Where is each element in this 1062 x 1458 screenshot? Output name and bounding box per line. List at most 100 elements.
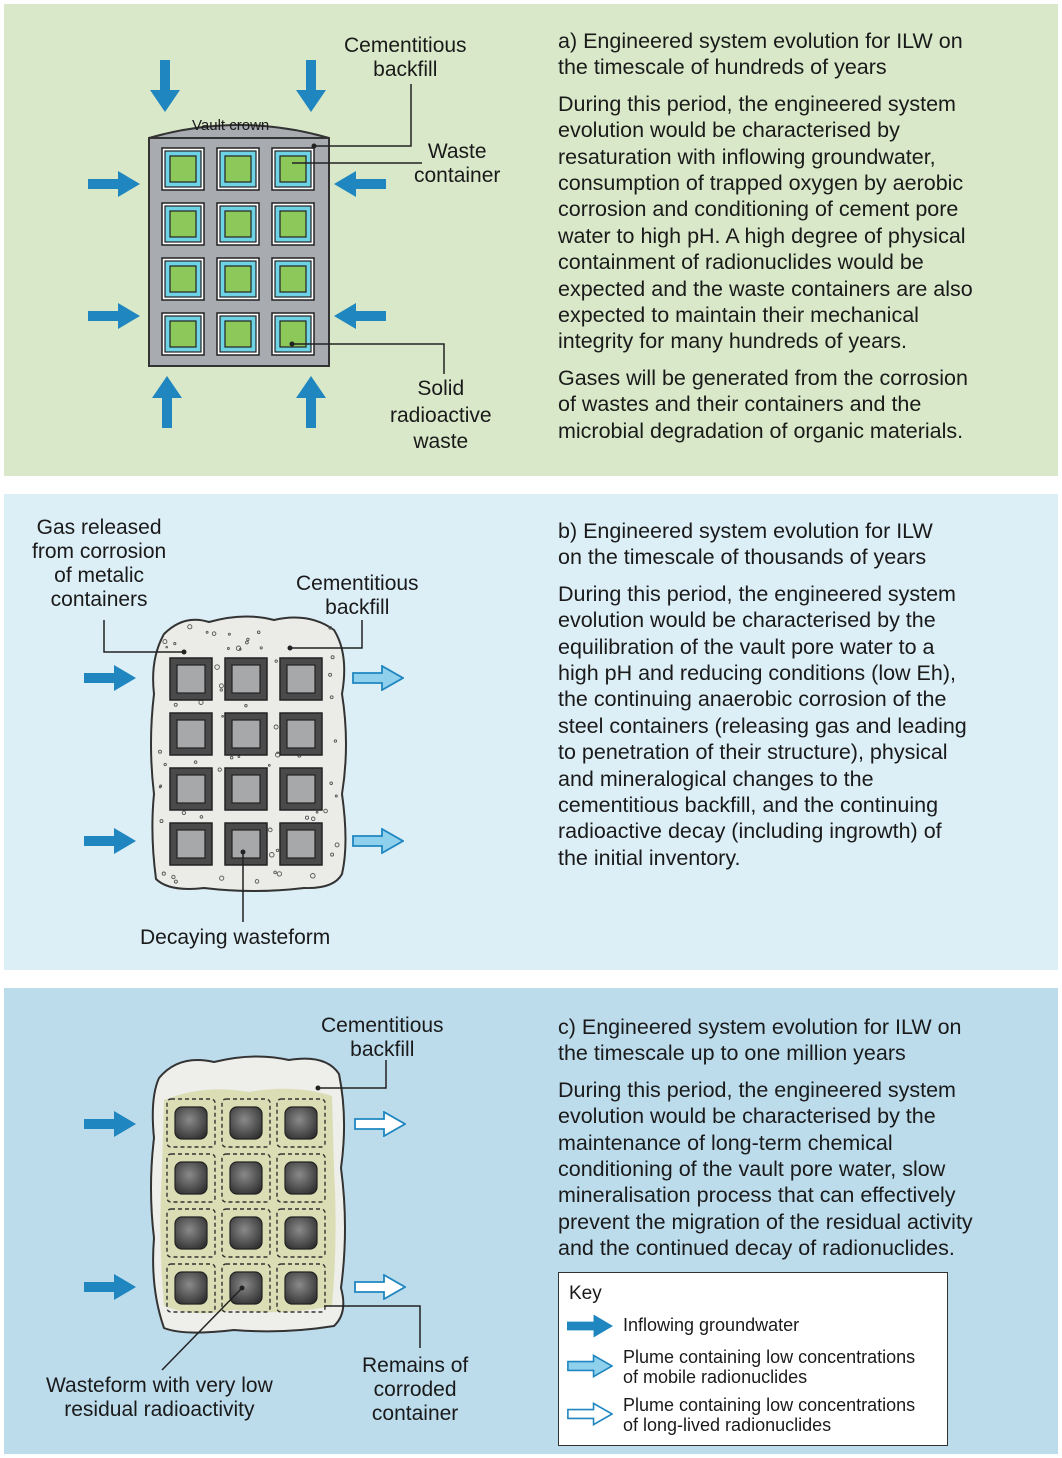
residual-wasteform-block xyxy=(284,1216,318,1250)
inflow-arrow-icon xyxy=(296,60,326,112)
decaying-wasteform-block xyxy=(231,829,261,859)
corroded-container-remains xyxy=(166,1153,216,1203)
solid-waste-block xyxy=(224,265,252,293)
residual-wasteform-block xyxy=(229,1216,263,1250)
corroded-container-remains xyxy=(221,1263,271,1313)
vault-crown-label: Vault crown xyxy=(192,117,270,134)
text-line: corrosion and conditioning of cement por… xyxy=(558,197,959,222)
residual-wasteform-block xyxy=(284,1161,318,1195)
vault-diagram-a xyxy=(88,60,445,428)
text-line: high pH and reducing conditions (low Eh)… xyxy=(558,661,956,686)
long-lived-plume-arrow-icon xyxy=(354,1111,406,1137)
text-line: expected and the waste containers are al… xyxy=(558,276,973,301)
text-line: conditioning of the vault pore water, sl… xyxy=(558,1157,946,1182)
text-line: of wastes and their containers and the xyxy=(558,392,922,417)
corroded-container-remains xyxy=(166,1098,216,1148)
text-line: and the continued decay of radionuclides… xyxy=(558,1236,955,1261)
inflow-arrow-icon xyxy=(84,665,136,691)
legend-key: Key Inflowing groundwater Plume containi… xyxy=(558,1272,948,1446)
decaying-wasteform-block xyxy=(231,774,261,804)
corroded-container-remains xyxy=(166,1208,216,1258)
corroded-container-remains xyxy=(276,1153,326,1203)
inflow-arrow-icon xyxy=(567,1314,613,1338)
long-lived-plume-arrow-icon xyxy=(354,1274,406,1300)
inflow-arrow-icon xyxy=(296,376,326,428)
panel-a-paragraph-1: During this period, the engineered syste… xyxy=(558,91,1028,355)
corroded-container-remains xyxy=(276,1208,326,1258)
vault-diagram-b xyxy=(84,615,404,922)
solid-waste-block xyxy=(279,265,307,293)
panel-a-heading: a) Engineered system evolution for ILW o… xyxy=(558,29,963,80)
decaying-wasteform-block xyxy=(231,664,261,694)
text-line: During this period, the engineered syste… xyxy=(558,91,956,116)
text-line: and mineralogical changes to the xyxy=(558,766,874,791)
inflow-arrow-icon xyxy=(152,376,182,428)
panel-a-description: a) Engineered system evolution for ILW o… xyxy=(558,28,1028,454)
key-item-inflowing: Inflowing groundwater xyxy=(623,1315,800,1335)
residual-wasteform-block xyxy=(174,1106,208,1140)
text-line: prevent the migration of the residual ac… xyxy=(558,1209,973,1234)
text-line: expected to maintain their mechanical xyxy=(558,303,919,328)
residual-wasteform-block xyxy=(174,1161,208,1195)
solid-waste-block xyxy=(169,210,197,238)
residual-wasteform-block xyxy=(174,1271,208,1305)
decaying-wasteform-block xyxy=(176,719,206,749)
inflow-arrow-icon xyxy=(334,303,386,329)
text-line: consumption of trapped oxygen by aerobic xyxy=(558,171,964,196)
decaying-wasteform-block xyxy=(286,774,316,804)
solid-waste-block xyxy=(169,155,197,183)
solid-waste-block xyxy=(224,210,252,238)
panel-c-heading: c) Engineered system evolution for ILW o… xyxy=(558,1015,962,1066)
solid-waste-block xyxy=(224,155,252,183)
corroded-container-remains xyxy=(221,1153,271,1203)
corroded-container-remains xyxy=(166,1263,216,1313)
text-line: steel containers (releasing gas and lead… xyxy=(558,713,967,738)
text-line: containment of radionuclides would be xyxy=(558,250,924,275)
solid-waste-block xyxy=(279,155,307,183)
mobile-plume-arrow-icon xyxy=(352,665,404,691)
inflow-arrow-icon xyxy=(88,303,140,329)
inflow-arrow-icon xyxy=(88,171,140,197)
decaying-wasteform-block xyxy=(176,664,206,694)
panel-a-paragraph-2: Gases will be generated from the corrosi… xyxy=(558,365,1028,444)
solid-waste-block xyxy=(224,320,252,348)
decaying-wasteform-block xyxy=(286,829,316,859)
corroded-container-remains xyxy=(276,1263,326,1313)
text-line: equilibration of the vault pore water to… xyxy=(558,634,935,659)
text-line: During this period, the engineered syste… xyxy=(558,1077,956,1102)
solid-waste-block xyxy=(279,210,307,238)
mobile-plume-arrow-icon xyxy=(352,828,404,854)
vault-diagram-c xyxy=(84,1055,421,1371)
text-line: the initial inventory. xyxy=(558,845,741,870)
text-line: the continuing anaerobic corrosion of th… xyxy=(558,687,947,712)
residual-wasteform-block xyxy=(284,1106,318,1140)
decaying-wasteform-block xyxy=(286,719,316,749)
text-line: During this period, the engineered syste… xyxy=(558,581,956,606)
text-line: mineralisation process that can effectiv… xyxy=(558,1183,956,1208)
text-line: Gases will be generated from the corrosi… xyxy=(558,365,968,390)
inflow-arrow-icon xyxy=(150,60,180,112)
panel-b-paragraph-1: During this period, the engineered syste… xyxy=(558,581,1028,871)
corroded-container-remains xyxy=(276,1098,326,1148)
text-line: integrity for many hundreds of years. xyxy=(558,329,907,354)
corroding-container-grid xyxy=(169,657,323,866)
residual-wasteform-block xyxy=(284,1271,318,1305)
residual-wasteform-block xyxy=(174,1216,208,1250)
text-line: resaturation with inflowing groundwater, xyxy=(558,144,936,169)
text-line: maintenance of long-term chemical xyxy=(558,1130,893,1155)
decaying-wasteform-block xyxy=(231,719,261,749)
text-line: cementitious backfill, and the continuin… xyxy=(558,793,939,818)
inflow-arrow-icon xyxy=(84,828,136,854)
text-line: evolution would be characterised by xyxy=(558,118,900,143)
